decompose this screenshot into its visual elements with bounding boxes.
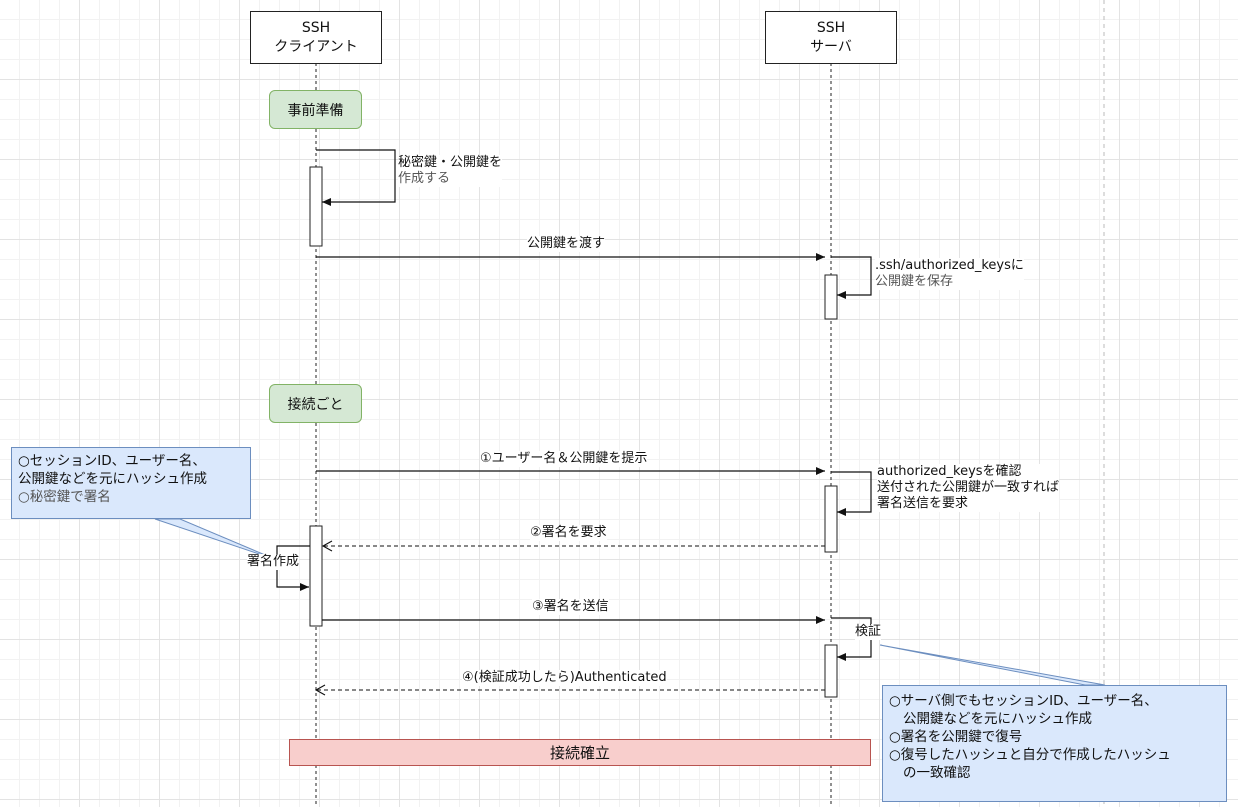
client-activation-keygen — [309, 166, 323, 247]
server-activation-verify — [824, 644, 838, 698]
participant-server: SSH サーバ — [765, 11, 897, 64]
client-note-line2: 公開鍵などを元にハッシュ作成 — [18, 471, 207, 487]
phase-per-connection: 接続ごと — [269, 384, 362, 423]
keygen-label-line1: 秘密鍵・公開鍵を — [398, 155, 503, 170]
check-label-line1: authorized_keysを確認 — [877, 464, 1022, 479]
save-label-line1: .ssh/authorized_keysに — [875, 258, 1024, 273]
self-message-keygen-arrow — [316, 149, 396, 206]
client-note: ○セッションID、ユーザー名、 公開鍵などを元にハッシュ作成 ○秘密鍵で署名 — [11, 447, 251, 519]
check-label-line3: 署名送信を要求 — [877, 496, 969, 511]
server-note-line3: ○署名を公開鍵で復号 — [889, 729, 1023, 745]
server-note-callout-tail — [879, 644, 1106, 686]
self-message-check-arrow — [831, 471, 872, 516]
step1-label: ①ユーザー名＆公開鍵を提示 — [480, 451, 648, 467]
server-note-line1: ○サーバ側でもセッションID、ユーザー名、 — [889, 693, 1158, 709]
server-activation-save — [824, 274, 838, 320]
connection-established-banner: 接続確立 — [289, 739, 871, 766]
client-note-line3: ○秘密鍵で署名 — [18, 489, 111, 505]
participant-server-line1: SSH — [816, 19, 846, 36]
client-note-line1: ○セッションID、ユーザー名、 — [18, 453, 206, 469]
check-label: authorized_keysを確認 送付された公開鍵が一致すれば 署名送信を要… — [877, 464, 1060, 512]
verify-label: 検証 — [855, 624, 882, 640]
self-message-save-arrow — [831, 256, 872, 299]
save-label: .ssh/authorized_keysに 公開鍵を保存 — [875, 258, 1024, 290]
keygen-label-line2: 作成する — [398, 171, 451, 186]
participant-client: SSH クライアント — [250, 11, 382, 64]
save-label-line2: 公開鍵を保存 — [875, 274, 954, 289]
server-activation-check — [824, 485, 838, 553]
server-note-line4: ○復号したハッシュと自分で作成したハッシュ — [889, 747, 1171, 763]
server-note: ○サーバ側でもセッションID、ユーザー名、 公開鍵などを元にハッシュ作成 ○署名… — [882, 685, 1227, 802]
keygen-label: 秘密鍵・公開鍵を 作成する — [398, 155, 503, 187]
check-label-line2: 送付された公開鍵が一致すれば — [877, 480, 1060, 495]
participant-server-line2: サーバ — [810, 38, 852, 55]
participant-client-line2: クライアント — [274, 38, 358, 55]
phase-prep: 事前準備 — [269, 90, 362, 129]
step4-label: ④(検証成功したら)Authenticated — [462, 670, 667, 686]
step3-label: ③署名を送信 — [532, 599, 609, 615]
server-note-line2: 公開鍵などを元にハッシュ作成 — [903, 711, 1092, 727]
sign-label: 署名作成 — [247, 554, 300, 570]
client-activation-sign — [309, 525, 323, 627]
server-note-line5: の一致確認 — [903, 765, 971, 781]
send-pubkey-label: 公開鍵を渡す — [527, 236, 606, 252]
step2-label: ②署名を要求 — [530, 525, 607, 541]
client-note-callout-tail — [154, 518, 278, 561]
participant-client-line1: SSH — [301, 19, 331, 36]
